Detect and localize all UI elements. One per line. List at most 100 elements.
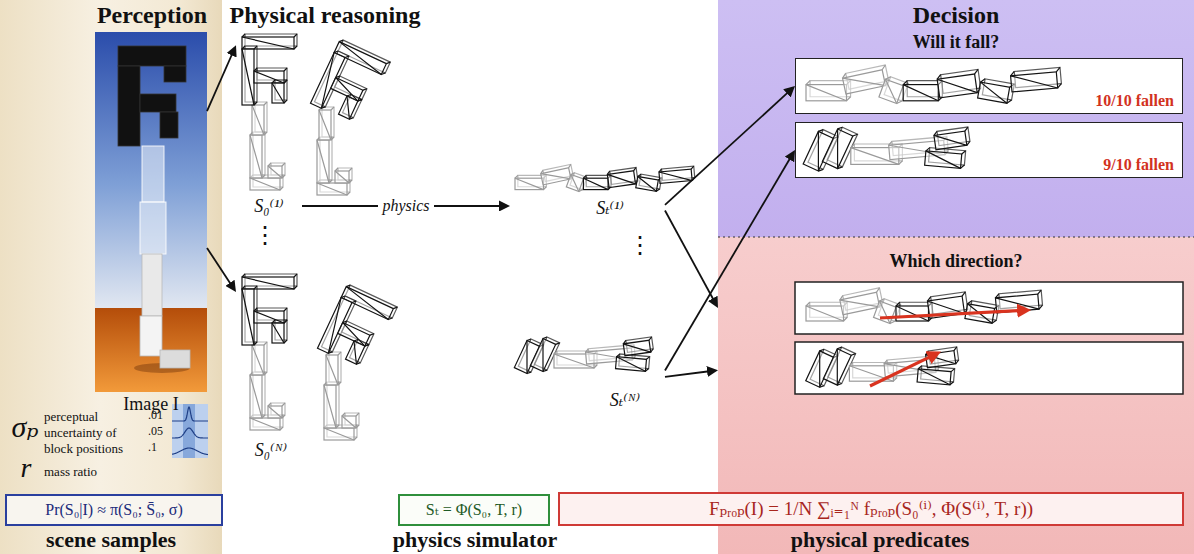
sketch-part	[342, 413, 359, 428]
sketch-part	[164, 66, 186, 82]
sketch-part	[142, 146, 164, 202]
parameter-value: .1	[148, 441, 172, 455]
sketch-part	[160, 112, 178, 138]
label-holder: .05	[148, 425, 172, 439]
sketch-part	[252, 342, 267, 375]
sketch-part	[324, 382, 339, 428]
sketch-part	[937, 69, 982, 98]
sketch-part	[272, 80, 287, 103]
sketch-part	[118, 66, 140, 146]
label-holder: ⋮	[625, 232, 655, 260]
connector-arrow	[207, 53, 232, 111]
sketch-part	[978, 78, 1015, 104]
sketch-part	[346, 338, 369, 365]
label-holder: Physical reasoning	[225, 2, 425, 30]
sketch-part	[268, 163, 285, 178]
sketch-part	[903, 81, 942, 101]
sketch-part	[607, 167, 638, 187]
sketch-part	[242, 274, 297, 289]
tower-sketch	[242, 34, 297, 190]
fallen-tower-sketch	[514, 336, 653, 375]
label-holder: σₚ	[4, 410, 46, 445]
sketch-part	[937, 69, 982, 98]
uncertainty-icon	[172, 404, 208, 458]
connector-arrow	[665, 211, 714, 301]
sketch-part	[623, 337, 654, 356]
sketch-part	[335, 168, 352, 183]
connector-arrow	[665, 92, 789, 205]
connector-arrow	[665, 158, 791, 371]
sketch-part	[242, 34, 297, 49]
sketch-part	[310, 50, 349, 110]
sketch-part	[242, 274, 297, 345]
node-text: Decision	[856, 2, 1056, 30]
sketch-part	[933, 127, 970, 150]
text-holder: Sₜ = Φ(S₀, T, r)	[400, 496, 548, 524]
sketch-part	[659, 166, 695, 183]
sketch-part	[250, 372, 265, 418]
node-text: Sₜ⁽ᴺ⁾	[580, 390, 670, 411]
sketch-part	[623, 337, 654, 356]
node-text: S₀⁽ᴺ⁾	[228, 440, 314, 461]
sketch-part	[242, 34, 297, 49]
sketch-part	[583, 175, 611, 189]
label-holder: mass ratio	[44, 465, 144, 480]
node-text: S₀⁽¹⁾	[226, 196, 312, 217]
sketch-part	[346, 338, 369, 365]
sketch-part	[925, 147, 966, 168]
tower-sketch	[242, 274, 297, 430]
sketch-part	[140, 202, 166, 254]
node-text: 10/10 fallen	[1095, 92, 1174, 110]
sketch-part	[272, 320, 287, 343]
sketch-part	[317, 137, 332, 183]
node-text: 9/10 fallen	[1103, 156, 1174, 174]
text-holder: Pr(S₀|I) ≈ π(S₀; S̄₀, σ)	[7, 496, 221, 524]
sketch-part	[183, 404, 195, 458]
text-holder: Perception	[52, 2, 252, 30]
text-holder: Will it fall?	[856, 32, 1056, 53]
sketch-part	[140, 94, 176, 112]
direction-box	[795, 282, 1183, 334]
symbol-label: r	[12, 452, 40, 484]
parameter-value: .01	[148, 409, 172, 423]
node-subtext: Will it fall?	[856, 32, 1056, 53]
fallen-tower-sketch	[515, 164, 695, 192]
sketch-part	[317, 284, 397, 372]
sketch-part	[317, 295, 356, 355]
sketch-part	[335, 168, 352, 183]
sketch-part	[616, 354, 650, 372]
sketch-part	[268, 403, 285, 418]
sketch-part	[1010, 67, 1062, 92]
node-text: Which direction?	[856, 251, 1056, 272]
sketch-part	[252, 342, 267, 375]
sketch-part	[636, 174, 662, 192]
fallen-tower-sketch	[806, 65, 1062, 105]
sketch-part	[636, 174, 662, 192]
sketch-part	[607, 167, 638, 187]
label-holder: ⋮	[250, 222, 280, 250]
column-caption: physical predicates	[760, 527, 1000, 552]
sketch-part	[659, 166, 695, 183]
sketch-part	[250, 132, 265, 178]
sketch-part	[616, 354, 650, 372]
edge-label-holder: physics	[378, 197, 433, 215]
sketch-part	[342, 413, 359, 428]
parameter-label: perceptual uncertainty of block position…	[44, 409, 148, 457]
label-holder: .1	[148, 441, 172, 455]
text-holder: S₀⁽ᴺ⁾	[228, 440, 314, 461]
label-holder: scene samples	[0, 527, 222, 552]
fallen-tower-sketch	[806, 288, 1043, 325]
sketch-part	[917, 365, 955, 385]
sketch-part	[172, 428, 208, 438]
node-text: Sₜ = Φ(S₀, T, r)	[426, 501, 522, 519]
sketch-part	[310, 50, 349, 110]
sketch-part	[326, 352, 341, 385]
sketch-part	[254, 68, 287, 83]
sketch-part	[254, 308, 287, 323]
sketch-part	[917, 365, 955, 385]
edge-label: physics	[378, 197, 433, 215]
